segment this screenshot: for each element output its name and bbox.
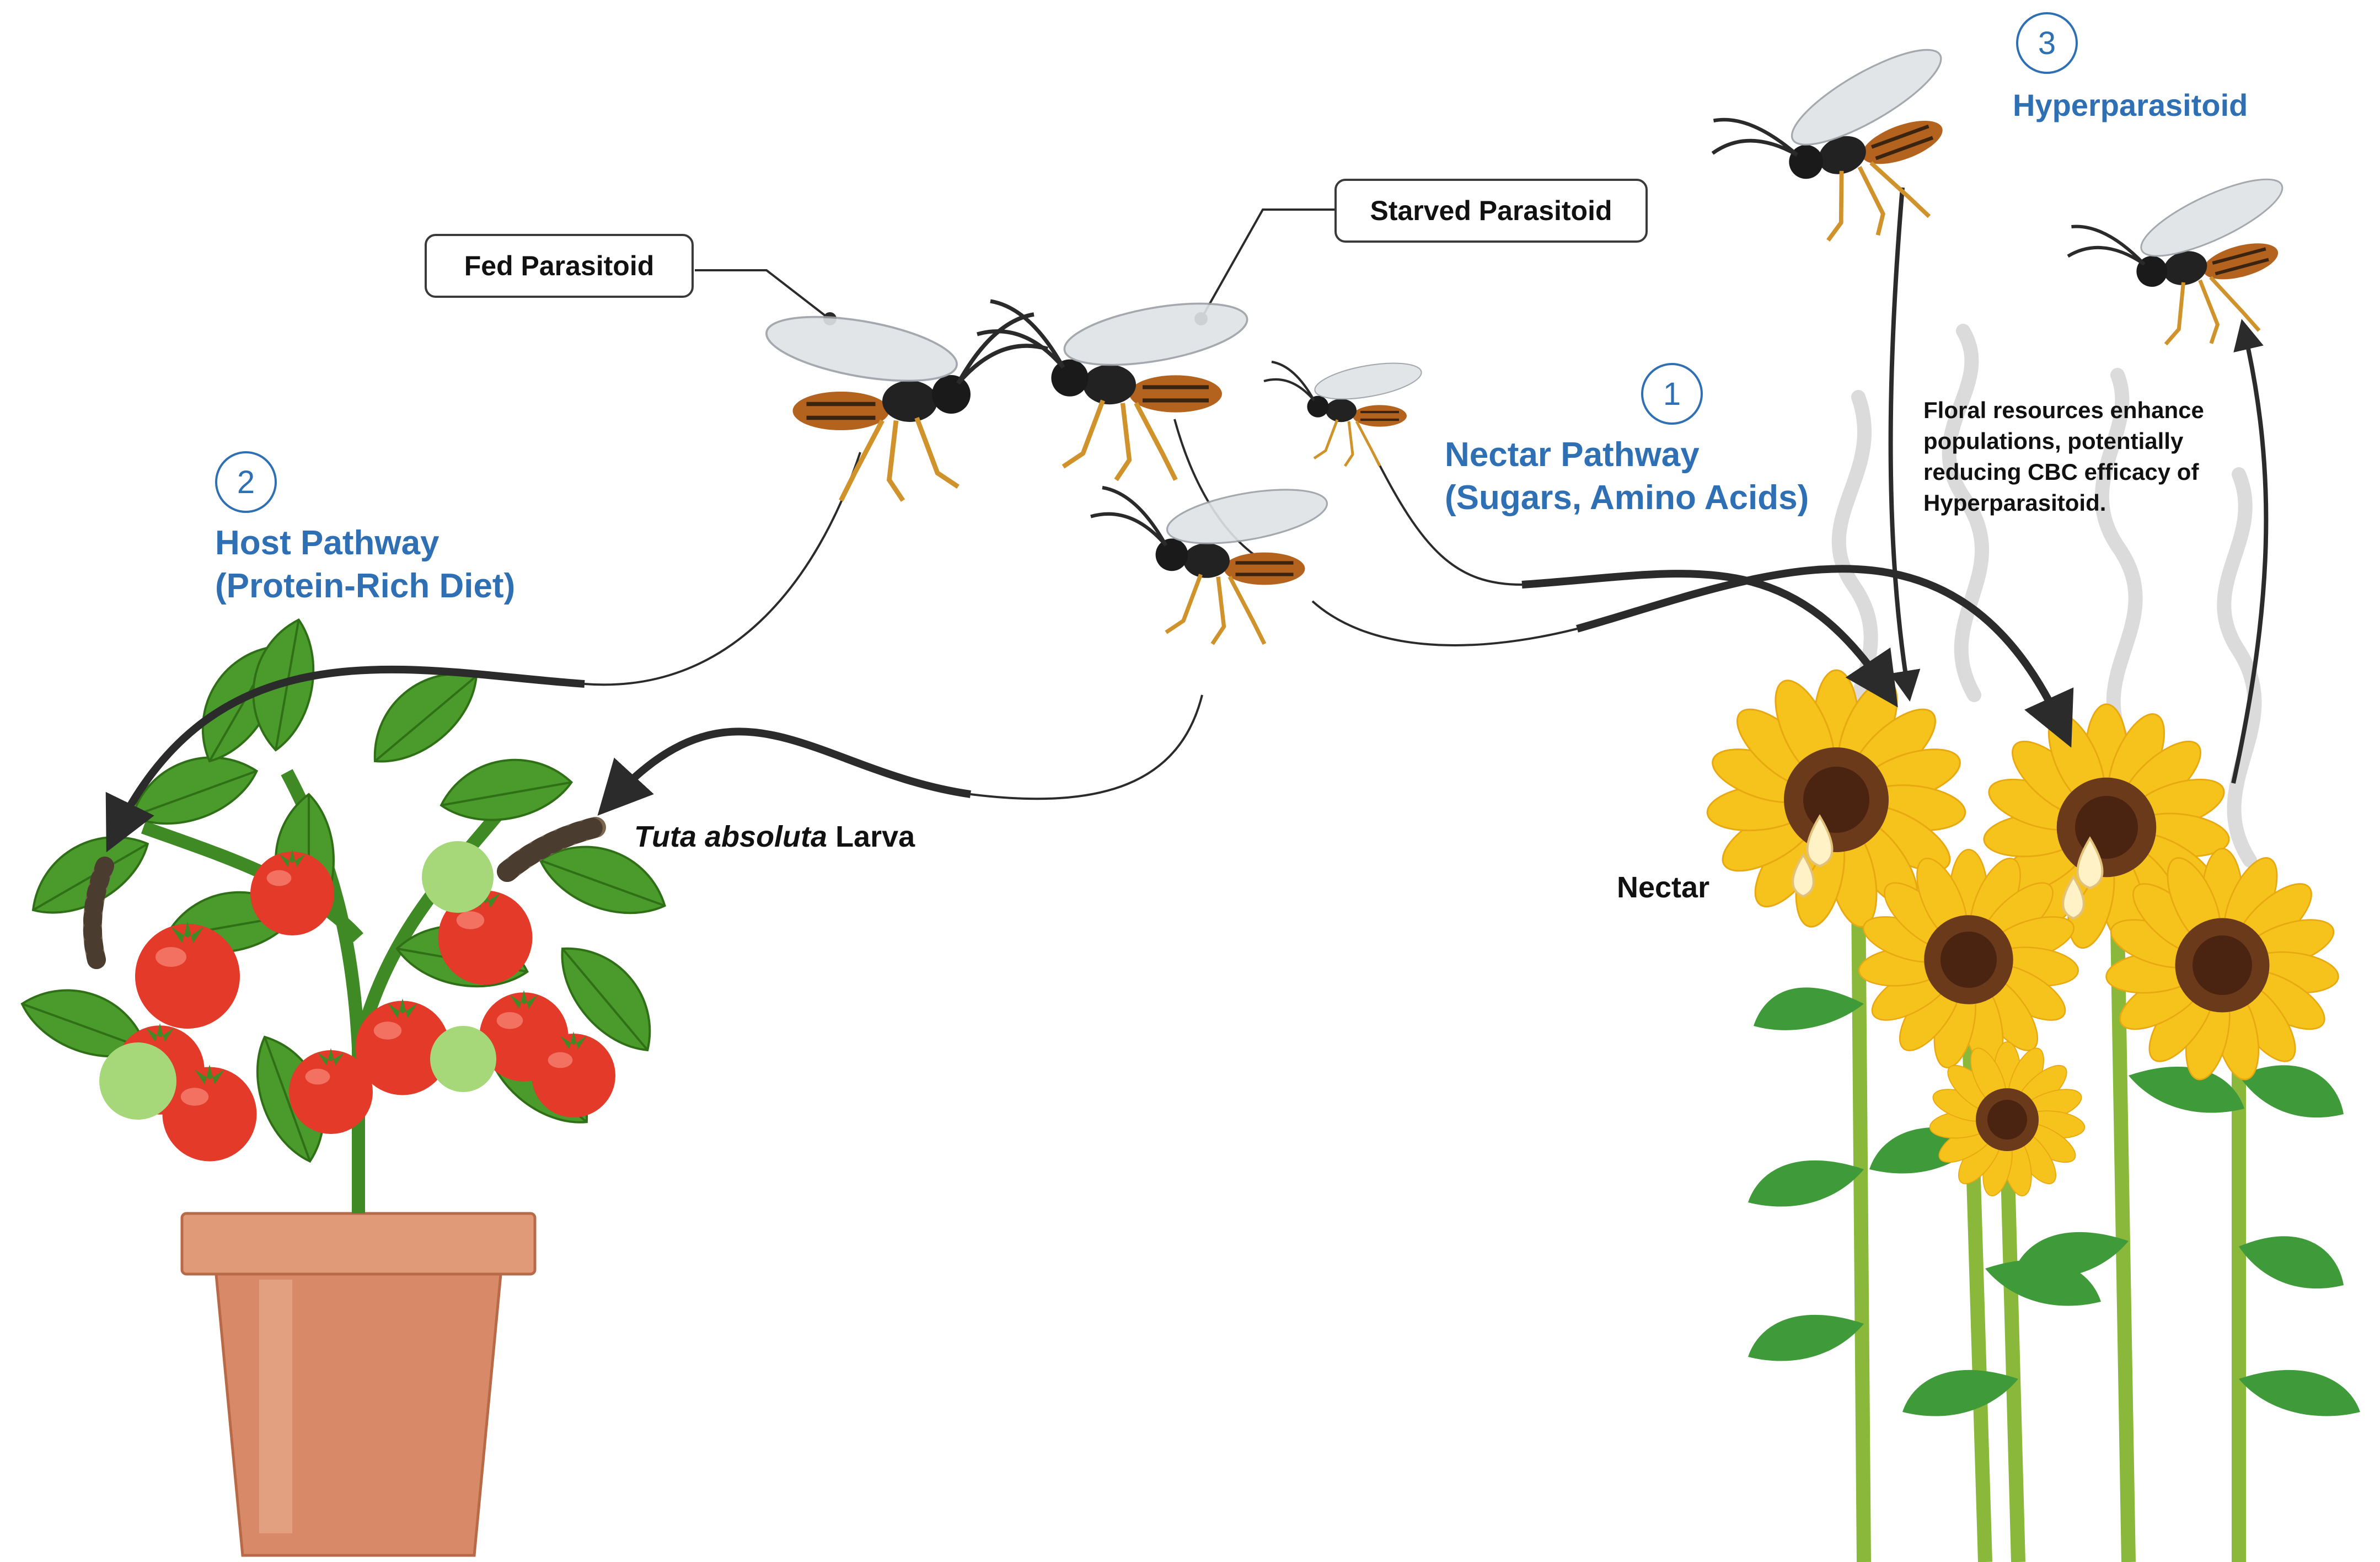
nectar-pathway-title: Nectar Pathway (Sugars, Amino Acids) [1445, 434, 1809, 520]
floral-note-line2: populations, potentially [1923, 428, 2184, 454]
scent-wisps [1831, 324, 2262, 868]
floral-resources-note: Floral resources enhance populations, po… [1923, 395, 2204, 518]
nectar-text: Nectar [1617, 871, 1710, 904]
larva-label: Tuta absoluta Larva [634, 820, 915, 854]
sunflower-icon [1704, 669, 2360, 1562]
step-3-badge: 3 [2016, 12, 2078, 74]
nectar-pathway-line1: Nectar Pathway [1445, 436, 1700, 474]
fed-parasitoid-wasp-icon [762, 305, 1048, 501]
step-3-number: 3 [2038, 25, 2056, 61]
starved-parasitoid-text: Starved Parasitoid [1370, 195, 1612, 226]
pathway-arrows [105, 187, 2269, 853]
nectar-pathway-line2: (Sugars, Amino Acids) [1445, 479, 1809, 517]
floral-note-line4: Hyperparasitoid. [1923, 490, 2106, 516]
step-1-number: 1 [1663, 376, 1681, 412]
hyperparasitoid-wasp-icon [1700, 31, 2320, 373]
host-pathway-line2: (Protein-Rich Diet) [215, 567, 516, 605]
larva-suffix: Larva [827, 820, 915, 853]
nectar-label: Nectar [1617, 870, 1709, 905]
step-1-badge: 1 [1641, 363, 1703, 425]
larva-species: Tuta absoluta [634, 820, 828, 853]
floral-note-line1: Floral resources enhance [1923, 397, 2204, 423]
callout-leaders [695, 208, 1334, 325]
host-pathway-title: Host Pathway (Protein-Rich Diet) [215, 522, 515, 608]
nectar-drop-icon [1792, 814, 2104, 920]
fed-parasitoid-label: Fed Parasitoid [425, 234, 694, 298]
starved-parasitoid-label: Starved Parasitoid [1334, 179, 1648, 243]
larva-icon [83, 817, 606, 969]
hyperparasitoid-text: Hyperparasitoid [2013, 88, 2248, 122]
host-pathway-line1: Host Pathway [215, 524, 439, 562]
step-2-number: 2 [237, 464, 255, 500]
step-2-badge: 2 [215, 451, 277, 513]
fed-parasitoid-text: Fed Parasitoid [464, 250, 655, 281]
floral-note-line3: reducing CBC efficacy of [1923, 459, 2199, 485]
tomato-plant-icon [12, 613, 678, 1557]
hyperparasitoid-title: Hyperparasitoid [2013, 84, 2248, 127]
